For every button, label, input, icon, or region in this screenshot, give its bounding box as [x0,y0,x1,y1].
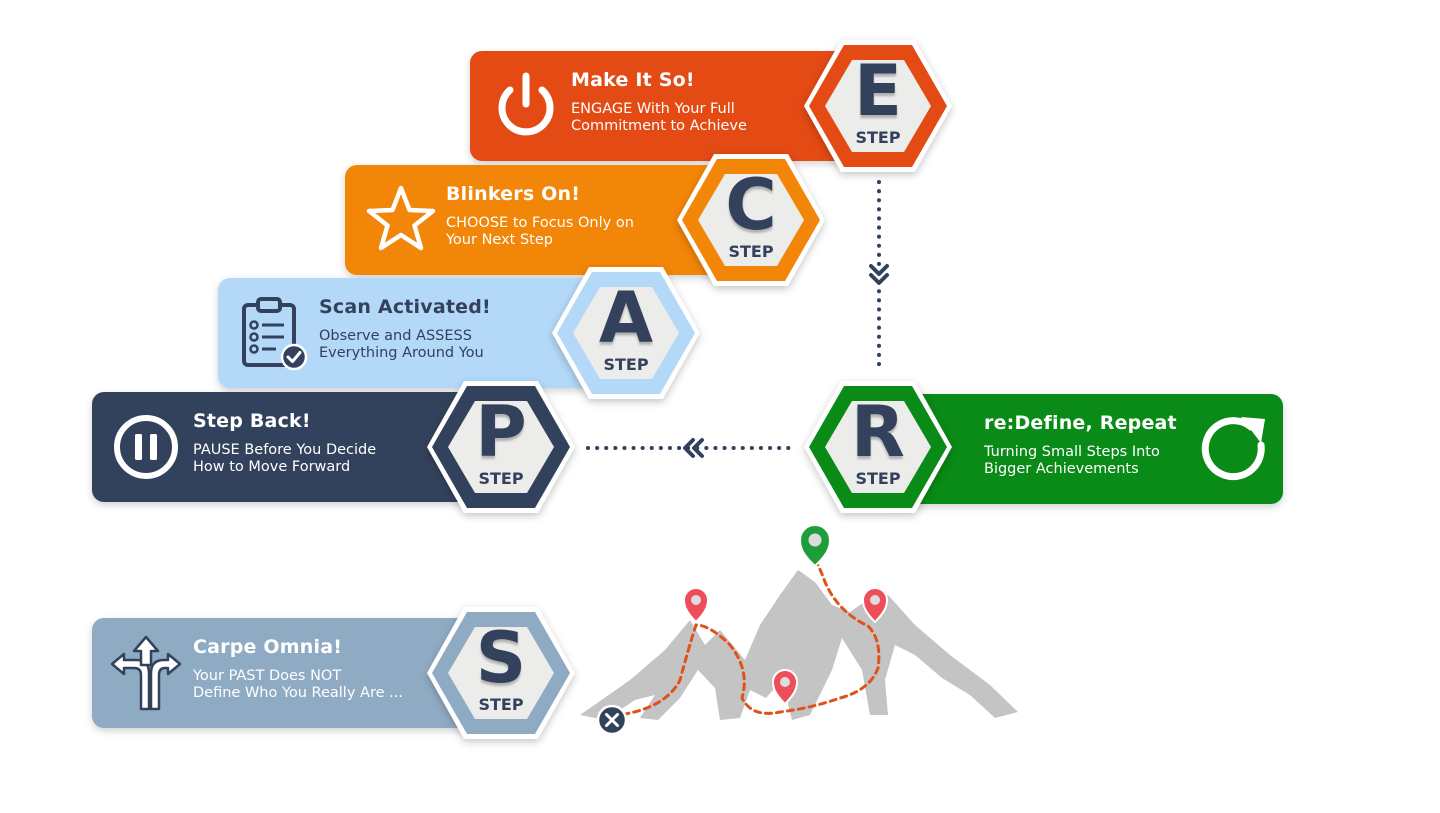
power-icon [488,68,564,144]
card-description: CHOOSE to Focus Only on Your Next Step [446,215,634,249]
desc-line-1: Turning Small Steps Into [984,444,1160,460]
refresh-icon [1197,411,1273,487]
desc-line-1: PAUSE Before You Decide [193,442,377,458]
mountain-icon [580,570,1018,720]
desc-line-2: Define Who You Really Are ... [193,685,403,701]
desc-line-1: ENGAGE With Your Full [571,101,735,117]
card-title: Step Back! [193,410,311,432]
card-description: Your PAST Does NOT Define Who You Really… [193,668,403,702]
step-label: STEP [603,355,649,374]
crossroads-arrows-icon [108,635,184,711]
card-start: Carpe Omnia! Your PAST Does NOT Define W… [92,618,492,728]
card-title: Scan Activated! [319,296,491,318]
desc-line-2: Commitment to Achieve [571,118,747,134]
desc-line-2: How to Move Forward [193,459,351,475]
step-letter: R [851,391,905,473]
step-letter: P [475,391,527,473]
step-label: STEP [478,695,524,714]
card-title: Make It So! [571,69,695,91]
arrow-down-icon [869,264,889,285]
card-description: ENGAGE With Your Full Commitment to Achi… [571,101,747,135]
step-label: STEP [855,469,901,488]
card-engage: Make It So! ENGAGE With Your Full Commit… [470,51,870,161]
desc-line-1: Observe and ASSESS [319,328,472,344]
map-pin-icon [771,669,799,706]
desc-line-1: Your PAST Does NOT [193,668,342,684]
step-letter: E [854,50,902,132]
hex-badge-a: A STEP [548,263,704,403]
card-title: Blinkers On! [446,183,581,205]
mountain-trail-illustration [580,524,1018,736]
hex-badge-r: R STEP [800,377,956,517]
step-letter: C [725,164,777,246]
hex-badge-s: S STEP [423,603,579,743]
step-letter: S [475,617,527,699]
card-description: Observe and ASSESS Everything Around You [319,328,484,362]
card-assess: Scan Activated! Observe and ASSESS Every… [218,278,618,388]
desc-line-2: Bigger Achievements [984,461,1139,477]
hex-badge-e: E STEP [800,36,956,176]
arrow-left-icon [683,438,704,458]
step-label: STEP [478,469,524,488]
card-redefine: re:Define, Repeat Turning Small Steps In… [885,394,1283,504]
step-label: STEP [855,128,901,147]
desc-line-2: Your Next Step [446,232,553,248]
star-icon [363,182,439,258]
map-pin-icon [682,587,710,624]
step-label: STEP [728,242,774,261]
summit-pin-icon [798,524,832,568]
pause-icon [108,409,184,485]
start-marker-close-icon [596,704,628,736]
map-pin-icon [861,587,889,624]
desc-line-2: Everything Around You [319,345,484,361]
card-description: Turning Small Steps Into Bigger Achievem… [984,444,1160,478]
clipboard-checklist-icon [234,295,310,371]
step-letter: A [598,277,654,359]
card-pause: Step Back! PAUSE Before You Decide How t… [92,392,492,502]
card-title: re:Define, Repeat [984,412,1177,434]
card-description: PAUSE Before You Decide How to Move Forw… [193,442,376,476]
hex-badge-p: P STEP [423,377,579,517]
trail-path [610,560,881,718]
hex-badge-c: C STEP [673,150,829,290]
desc-line-1: CHOOSE to Focus Only on [446,215,634,231]
card-choose: Blinkers On! CHOOSE to Focus Only on You… [345,165,745,275]
card-title: Carpe Omnia! [193,636,343,658]
